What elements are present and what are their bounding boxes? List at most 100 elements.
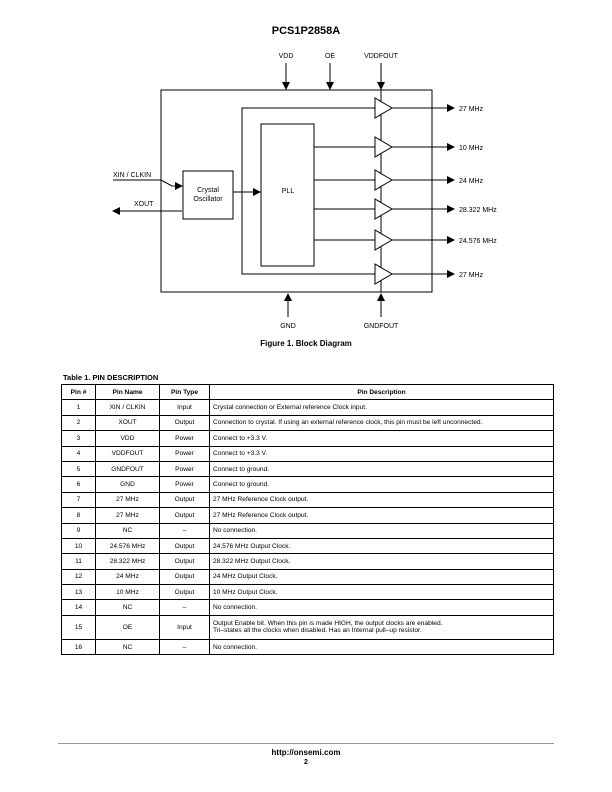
pin-name: VDDFOUT	[95, 445, 160, 462]
table-title: Table 1. PIN DESCRIPTION	[63, 373, 159, 382]
pin-description: Output Enable bit. When this pin is made…	[209, 614, 554, 640]
pin-number: 10	[61, 537, 96, 555]
xin-pin-label: XIN / CLKIN	[113, 172, 151, 179]
page-title: PCS1P2858A	[271, 25, 341, 37]
pin-description: Connect to +3.3 V.	[209, 445, 554, 462]
pin-number: 13	[61, 584, 96, 601]
header-pin-name: Pin Name	[95, 383, 160, 401]
bypass-path-lower	[241, 192, 375, 275]
pin-type: Output	[159, 537, 210, 555]
pin-description: No connection.	[209, 638, 554, 656]
output-label: 24.576 MHz	[459, 238, 497, 245]
pin-name: 28.322 MHz	[95, 553, 160, 570]
pin-name: XOUT	[95, 414, 160, 432]
pin-name: 27 MHz	[95, 507, 160, 524]
pin-description: Connect to ground.	[209, 460, 554, 478]
output-label: 27 MHz	[459, 272, 484, 279]
pin-name: VDD	[95, 430, 160, 447]
pin-description: 27 MHz Reference Clock output.	[209, 507, 554, 524]
pin-number: 12	[61, 568, 96, 586]
oscillator-label-line2: Oscillator	[193, 196, 223, 203]
page-number: 2	[304, 759, 308, 766]
pin-number: 3	[61, 430, 96, 447]
pin-name: 10 MHz	[95, 584, 160, 601]
pin-number: 16	[61, 638, 96, 656]
pin-type: –	[159, 522, 210, 539]
footer-divider	[58, 743, 554, 744]
buffer-triangle	[374, 198, 393, 220]
chip-outline	[160, 89, 433, 293]
pin-type: Power	[159, 476, 210, 493]
buffer-triangle	[374, 97, 393, 119]
pin-name: NC	[95, 522, 160, 539]
pin-type: Output	[159, 584, 210, 601]
output-label: 27 MHz	[459, 106, 484, 113]
header-pin-description: Pin Description	[209, 383, 554, 401]
output-label: 24 MHz	[459, 178, 484, 185]
figure-caption: Figure 1. Block Diagram	[260, 339, 352, 348]
pin-name: NC	[95, 599, 160, 616]
pin-number: 14	[61, 599, 96, 616]
pin-type: –	[159, 599, 210, 616]
pin-description: 10 MHz Output Clock.	[209, 584, 554, 601]
pin-number: 7	[61, 491, 96, 509]
buffer-triangle	[374, 263, 393, 285]
pin-number: 5	[61, 460, 96, 478]
pin-number: 8	[61, 507, 96, 524]
pin-name: NC	[95, 638, 160, 656]
pin-number: 2	[61, 414, 96, 432]
pin-description-table: Pin # Pin Name Pin Type Pin Description …	[61, 383, 554, 656]
pin-description: 27 MHz Reference Clock output.	[209, 491, 554, 509]
gnd-pin-label: GND	[280, 323, 296, 330]
pin-description: 24 MHz Output Clock.	[209, 568, 554, 586]
buffer-triangle	[374, 229, 393, 251]
pin-name: OE	[95, 614, 160, 640]
pin-type: Input	[159, 614, 210, 640]
pin-type: Output	[159, 414, 210, 432]
pin-type: Power	[159, 445, 210, 462]
pin-type: –	[159, 638, 210, 656]
pin-description: 24.576 MHz Output Clock.	[209, 537, 554, 555]
pin-name: 27 MHz	[95, 491, 160, 509]
pin-name: XIN / CLKIN	[95, 399, 160, 416]
pin-description: Connect to +3.3 V.	[209, 430, 554, 447]
vddfout-pin-label: VDDFOUT	[364, 53, 399, 60]
pin-type: Output	[159, 491, 210, 509]
pin-number: 9	[61, 522, 96, 539]
gndfout-pin-label: GNDFOUT	[364, 323, 399, 330]
pin-type: Power	[159, 460, 210, 478]
buffer-triangle	[374, 169, 393, 191]
pin-name: GND	[95, 476, 160, 493]
pin-type: Input	[159, 399, 210, 416]
oscillator-label-line1: Crystal	[197, 187, 219, 194]
xin-pin-arrow	[113, 179, 183, 190]
pin-description: 28.322 MHz Output Clock.	[209, 553, 554, 570]
pin-type: Output	[159, 553, 210, 570]
vdd-pin-label: VDD	[279, 53, 294, 60]
pin-type: Power	[159, 430, 210, 447]
pin-description-line1: Output Enable bit. When this pin is made…	[213, 620, 443, 628]
pin-type: Output	[159, 568, 210, 586]
table-header-row: Pin # Pin Name Pin Type Pin Description	[61, 383, 554, 401]
pin-number: 15	[61, 614, 96, 640]
oe-pin-label: OE	[325, 53, 335, 60]
pll-block	[260, 123, 315, 267]
xout-pin-label: XOUT	[134, 201, 154, 208]
output-label: 10 MHz	[459, 145, 484, 152]
bypass-path	[241, 107, 375, 192]
pin-name: GNDFOUT	[95, 460, 160, 478]
footer-url[interactable]: http://onsemi.com	[271, 748, 341, 757]
pin-type: Output	[159, 507, 210, 524]
